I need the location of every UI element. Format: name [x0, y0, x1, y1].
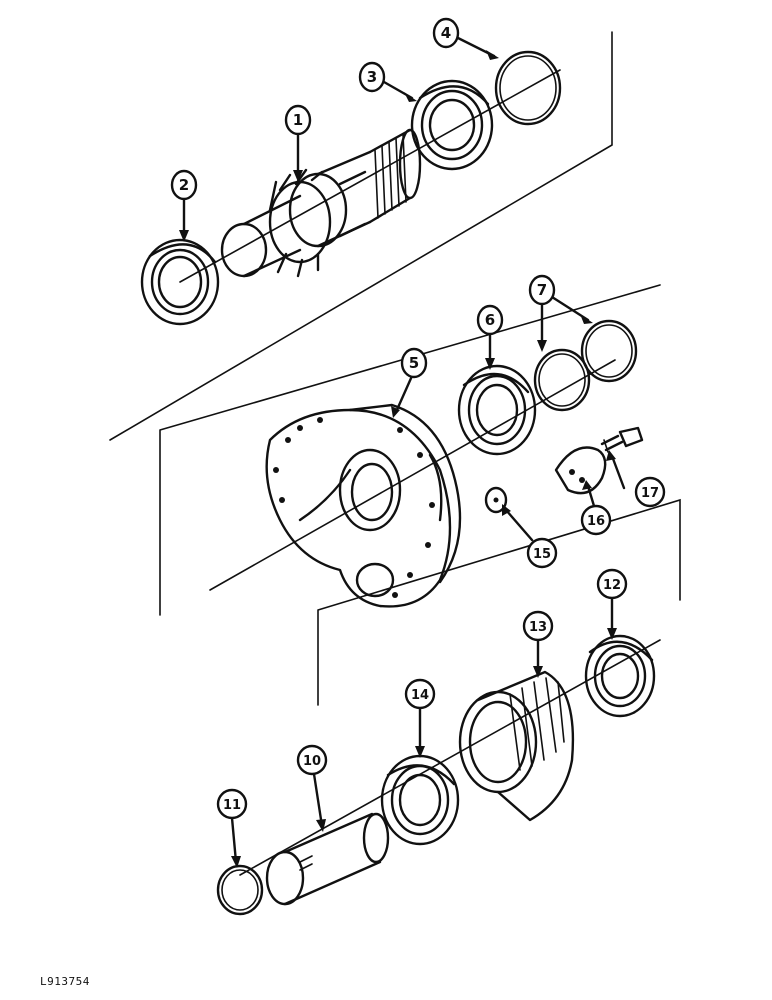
callout-14: 14: [404, 678, 436, 710]
part-17-bolt: [600, 426, 644, 453]
group2-axis-line: [209, 359, 616, 591]
part-12-bearing: [584, 634, 656, 718]
drawing-reference-number: L913754: [40, 975, 90, 988]
part-1-gear-shaft: [220, 128, 422, 278]
part-13-gear: [458, 670, 575, 822]
part-16-plate: [554, 446, 607, 495]
part-10-pin: [265, 812, 390, 906]
callout-label: 1: [293, 111, 303, 129]
callout-5: 5: [400, 347, 428, 379]
callout-label: 2: [179, 176, 189, 194]
callout-1: 1: [284, 104, 312, 136]
part-14-bearing: [380, 754, 460, 846]
gear-assembly-group: [216, 498, 681, 916]
callout-3: 3: [358, 61, 386, 93]
part-4-ring: [494, 50, 562, 126]
callout-2: 2: [170, 169, 198, 201]
callout-label: 5: [409, 354, 419, 372]
callout-7: 7: [528, 274, 556, 306]
callout-16: 16: [580, 504, 612, 536]
callout-label: 14: [411, 688, 429, 703]
callout-6: 6: [476, 304, 504, 336]
callout-15: 15: [526, 537, 558, 569]
callout-label: 6: [485, 311, 495, 329]
group1-frame-line: [109, 31, 613, 441]
callout-label: 13: [529, 620, 547, 635]
callout-10: 10: [296, 744, 328, 776]
callout-label: 16: [587, 514, 605, 529]
callout-label: 11: [223, 798, 241, 813]
part-2-bearing: [140, 238, 220, 326]
group3-frame-line: [317, 498, 681, 706]
group3-axis-line: [239, 639, 661, 876]
callout-label: 17: [641, 486, 659, 501]
callout-leaders: [179, 36, 626, 868]
part-11-o-ring: [216, 864, 264, 916]
part-7-rings: [533, 319, 638, 412]
callout-label: 12: [603, 578, 621, 593]
callout-12: 12: [596, 568, 628, 600]
part-3-bearing: [410, 79, 494, 171]
housing-assembly-group: [159, 284, 661, 616]
callout-label: 10: [303, 754, 321, 769]
callout-label: 3: [367, 68, 377, 86]
callout-13: 13: [522, 610, 554, 642]
part-5-housing: [265, 403, 462, 608]
group1-axis-line: [179, 69, 561, 283]
callout-4: 4: [432, 17, 460, 49]
shaft-assembly-group: [109, 31, 613, 441]
callout-11: 11: [216, 788, 248, 820]
part-6-bearing: [457, 364, 537, 456]
callout-label: 15: [533, 547, 551, 562]
part-15-washer: [484, 486, 508, 514]
callout-label: 7: [537, 281, 547, 299]
callout-17: 17: [634, 476, 666, 508]
callout-label: 4: [441, 24, 451, 42]
